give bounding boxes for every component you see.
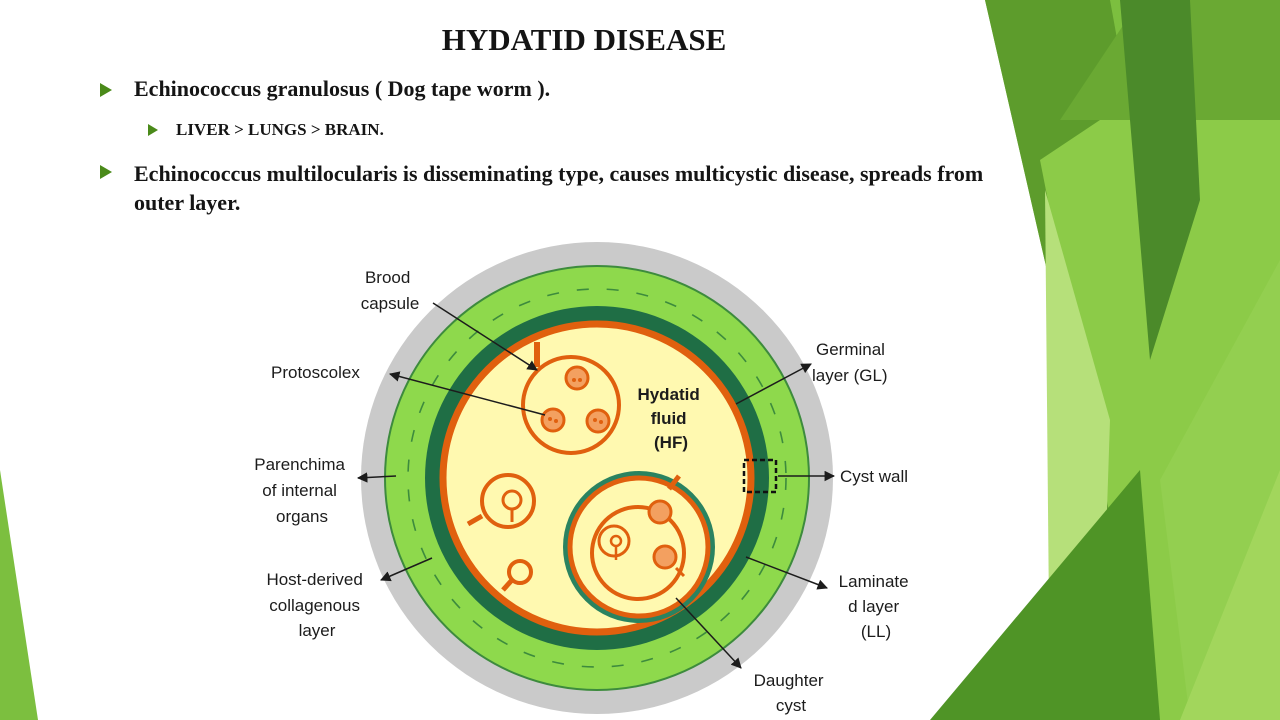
parenchima-pointer xyxy=(356,472,397,483)
bullet-text-2: LIVER > LUNGS > BRAIN. xyxy=(176,120,384,139)
brood-capsule-pointer xyxy=(432,302,538,371)
bullet-text-3: Echinococcus multilocularis is dissemina… xyxy=(134,161,984,215)
small-brood-capsule xyxy=(501,559,533,592)
laminated-pointer xyxy=(745,556,828,590)
label-daughter-cyst: Daughter cyst xyxy=(754,671,829,715)
laminated-layer-texture xyxy=(407,288,787,668)
host-layer-pointer xyxy=(380,557,433,582)
daughter-cyst-pointer xyxy=(675,597,742,669)
protoscolex-pointer xyxy=(388,371,546,416)
protoscolex xyxy=(540,407,566,433)
germinal-pointer xyxy=(735,363,812,405)
protoscolex xyxy=(564,365,590,391)
triangle-bullet-icon xyxy=(148,124,158,136)
label-laminated: Laminate d layer (LL) xyxy=(839,572,914,641)
green-left-decoration xyxy=(0,470,38,720)
label-brood-capsule: Brood capsule xyxy=(361,268,420,313)
label-parenchima: Parenchima of internal organs xyxy=(254,455,349,526)
label-hydatid-fluid: Hydatid fluid (HF) xyxy=(637,385,704,452)
triangle-bullet-icon xyxy=(100,83,112,97)
label-germinal: Germinal layer (GL) xyxy=(812,340,890,385)
slide-title: HYDATID DISEASE xyxy=(441,22,727,57)
label-protoscolex: Protoscolex xyxy=(271,363,360,382)
protoscolex xyxy=(585,408,611,434)
triangle-bullet-icon xyxy=(100,165,112,179)
bullet-text-1: Echinococcus granulosus ( Dog tape worm … xyxy=(134,76,551,101)
cyst-wall-box xyxy=(742,458,778,494)
label-cyst-wall: Cyst wall xyxy=(840,467,908,486)
daughter-cyst xyxy=(563,471,715,623)
green-corner-decoration xyxy=(930,0,1280,720)
brood-capsule xyxy=(521,342,621,455)
label-host-layer: Host-derived collagenous layer xyxy=(266,570,367,640)
small-brood-capsule xyxy=(466,473,536,529)
